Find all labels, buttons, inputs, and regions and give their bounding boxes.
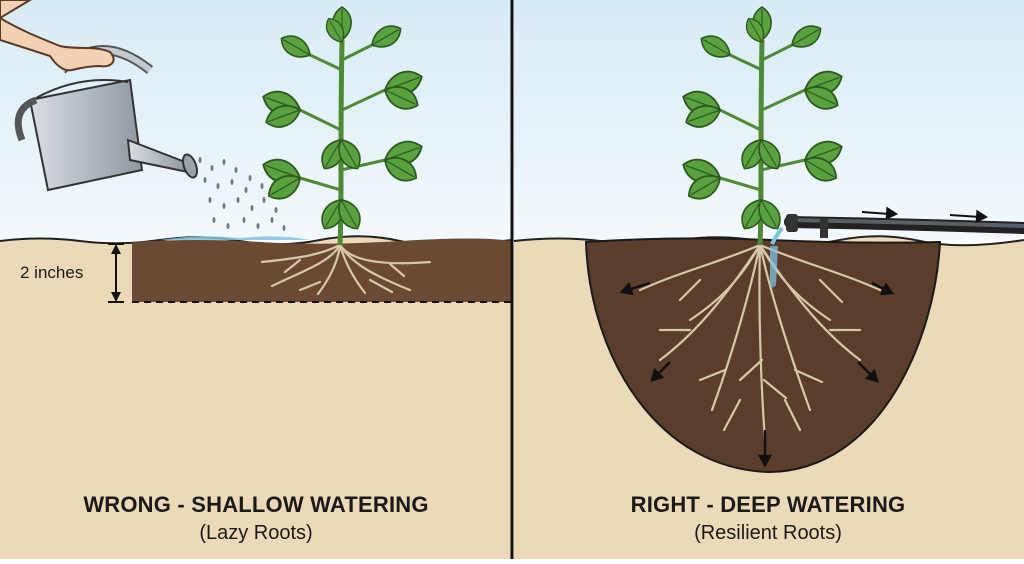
- right-sky: [514, 0, 1024, 240]
- left-plant: [258, 6, 427, 246]
- depth-label: 2 inches: [20, 263, 83, 282]
- right-plant: [678, 6, 847, 246]
- flow-arrows: [861, 207, 988, 223]
- expansion-arrows: [619, 281, 896, 467]
- right-panel: [513, 0, 1024, 559]
- deep-wet-zone: [584, 237, 942, 474]
- shallow-wet-layer: [132, 238, 511, 302]
- water-spray: [198, 157, 286, 231]
- depth-marker: [108, 243, 124, 303]
- left-panel: 2 inches: [0, 0, 512, 559]
- hand-icon: [0, 0, 115, 72]
- right-panel-title: RIGHT - DEEP WATERING: [630, 492, 906, 517]
- drip-hose-icon: [770, 214, 1024, 245]
- left-panel-subtitle: (Lazy Roots): [199, 522, 313, 544]
- arrow-icon: [949, 214, 981, 218]
- shallow-roots: [260, 243, 432, 296]
- arrow-icon: [861, 211, 891, 215]
- arrow-icon: [857, 361, 873, 377]
- left-panel-title: WRONG - SHALLOW WATERING: [83, 492, 429, 517]
- surface-puddle: [160, 236, 310, 240]
- right-panel-subtitle: (Resilient Roots): [694, 522, 842, 544]
- left-soil: [0, 236, 511, 559]
- water-seep: [770, 246, 778, 288]
